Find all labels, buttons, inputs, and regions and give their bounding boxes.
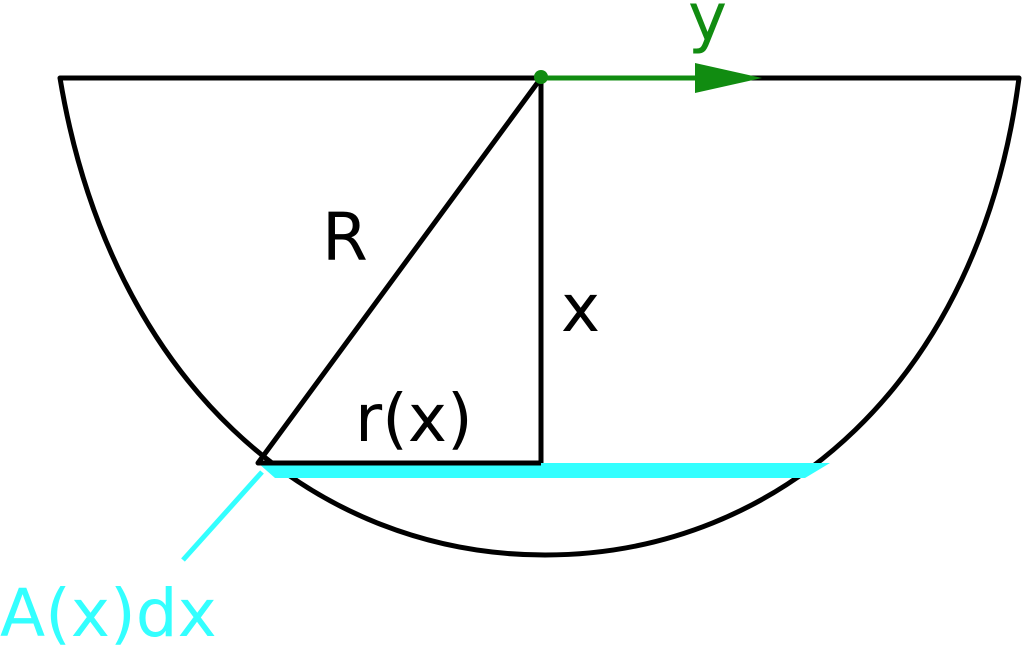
- y-axis-label: y: [688, 0, 727, 56]
- slice-radius-label: r(x): [355, 380, 473, 457]
- radius-label: R: [322, 199, 368, 276]
- depth-label: x: [561, 270, 600, 347]
- slice-volume-label: A(x)dx: [0, 575, 217, 650]
- slice-leader-line: [181, 470, 264, 562]
- origin-point: [534, 70, 548, 84]
- slice-strip: [258, 463, 830, 478]
- hemisphere-outline: [57, 75, 1022, 558]
- radius-line: [255, 75, 544, 466]
- y-axis-arrowhead: [695, 63, 762, 93]
